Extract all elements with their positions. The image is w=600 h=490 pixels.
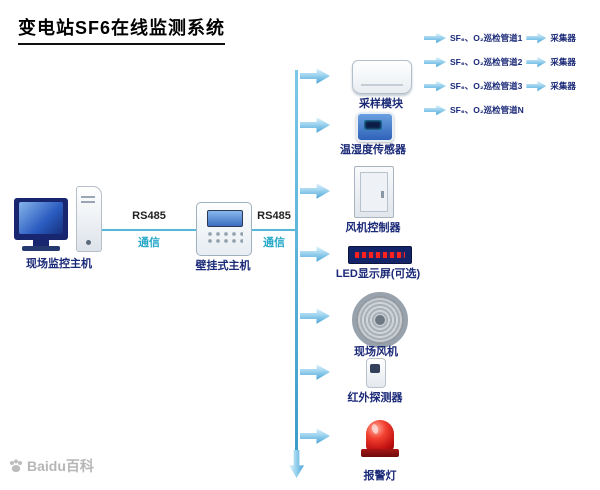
comm-label-2: 通信 [263, 237, 285, 249]
flow-arrow-icon [424, 80, 446, 92]
alarm-light-label: 报警灯 [363, 470, 397, 482]
ir-detector-icon [366, 358, 386, 388]
pipe-label-n: SF₆、O₂巡检管道N [450, 105, 524, 115]
wall-host-keypad [207, 231, 243, 246]
monitor-base [22, 246, 60, 251]
rs485-label-2: RS485 [257, 210, 291, 222]
channel-row-2: SF₆、O₂巡检管道2 采集器 [424, 56, 576, 68]
flow-arrow-icon [526, 32, 547, 44]
flow-arrow-icon [526, 56, 547, 68]
alarm-light-icon [366, 420, 394, 451]
branch-arrow-led-display-icon [300, 246, 330, 262]
monitor-screen [19, 202, 63, 234]
rs485-line-1 [102, 229, 196, 231]
site-fan-label: 现场风机 [354, 346, 398, 358]
monitor-host-label: 现场监控主机 [26, 258, 92, 270]
baidu-watermark: Baidu百科 [8, 456, 94, 476]
flow-arrow-down-icon [289, 450, 304, 478]
temp-humidity-sensor-icon [356, 112, 394, 142]
rs485-label-1: RS485 [132, 210, 166, 222]
ir-detector-label: 红外探测器 [347, 392, 403, 404]
collector-label-3: 采集器 [550, 81, 576, 91]
backbone-line [295, 70, 298, 452]
led-display-icon [348, 246, 412, 264]
site-fan-icon [352, 292, 408, 348]
flow-arrow-icon [526, 80, 547, 92]
led-display-label: LED显示屏(可选) [335, 268, 421, 280]
branch-arrow-temp-humidity-icon [300, 117, 330, 133]
pipe-label-1: SF₆、O₂巡检管道1 [450, 33, 523, 43]
channel-row-3: SF₆、O₂巡检管道3 采集器 [424, 80, 576, 92]
branch-arrow-fan-controller-icon [300, 183, 330, 199]
wall-host-label: 壁挂式主机 [195, 260, 251, 272]
flow-arrow-icon [424, 56, 446, 68]
sampling-module-icon [352, 60, 412, 94]
collector-label-1: 采集器 [550, 33, 576, 43]
alarm-light-base [361, 449, 399, 457]
channel-row-1: SF₆、O₂巡检管道1 采集器 [424, 32, 576, 44]
computer-tower-icon [76, 186, 102, 252]
temp-humidity-sensor-label: 温湿度传感器 [340, 144, 406, 156]
monitor-host-icon [14, 198, 68, 240]
watermark-text: Baidu百科 [27, 458, 94, 474]
wall-host-screen [207, 210, 243, 227]
paw-icon [10, 459, 22, 473]
page-title: 变电站SF6在线监测系统 [18, 14, 226, 45]
fan-controller-icon [354, 166, 394, 218]
monitor-stand [33, 240, 49, 246]
rs485-line-2 [252, 229, 295, 231]
pipe-label-2: SF₆、O₂巡检管道2 [450, 57, 523, 67]
sampling-module-label: 采样模块 [359, 98, 403, 110]
collector-label-2: 采集器 [550, 57, 576, 67]
comm-label-1: 通信 [138, 237, 160, 249]
wall-host-icon [196, 202, 252, 256]
branch-arrow-ir-detector-icon [300, 364, 330, 380]
fan-controller-label: 风机控制器 [345, 222, 401, 234]
pipe-label-3: SF₆、O₂巡检管道3 [450, 81, 523, 91]
branch-arrow-site-fan-icon [300, 308, 330, 324]
flow-arrow-icon [424, 32, 446, 44]
channel-row-n: SF₆、O₂巡检管道N [424, 104, 524, 116]
flow-arrow-icon [424, 104, 446, 116]
branch-arrow-alarm-icon [300, 428, 330, 444]
branch-arrow-sampling-icon [300, 68, 330, 84]
